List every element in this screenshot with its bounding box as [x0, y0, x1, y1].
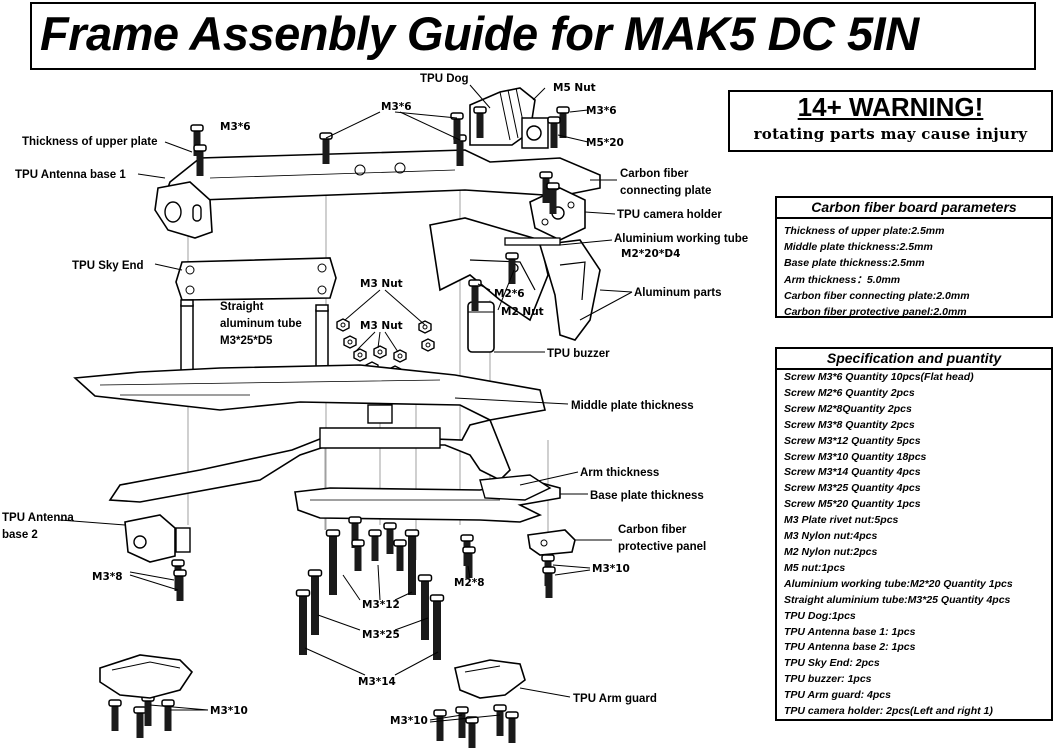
base-plate — [294, 474, 561, 523]
spec-row: Straight aluminium tube:M3*25 Quantity 4… — [784, 593, 1011, 606]
tpu-antenna-base-1 — [154, 181, 213, 239]
label-cf-connecting-1: Carbon fiber — [620, 168, 689, 180]
tpu-camera-holder — [529, 187, 586, 241]
carbon-params-panel: Carbon fiber board parameters Thickness … — [775, 196, 1053, 318]
label-m3x25: M3*25 — [362, 629, 400, 641]
warning-subtitle: rotating parts may cause injury — [753, 125, 1028, 143]
label-cf-connecting-2: connecting plate — [620, 185, 711, 197]
label-aluminum-parts: Aluminum parts — [634, 287, 722, 299]
label-tpu-antenna-base-1: TPU Antenna base 1 — [15, 169, 126, 181]
carbon-param-row: Middle plate thickness:2.5mm — [784, 241, 933, 254]
warning-title: 14+ WARNING! — [797, 92, 984, 122]
tpu-buzzer — [467, 301, 495, 353]
label-tpu-camera-holder: TPU camera holder — [617, 209, 722, 221]
warning-box: 14+ WARNING! rotating parts may cause in… — [728, 90, 1053, 152]
carbon-protective-panel — [527, 529, 576, 556]
carbon-params-heading: Carbon fiber board parameters — [777, 198, 1051, 219]
label-m3x8: M3*8 — [92, 571, 123, 583]
label-m3x10-c: M3*10 — [390, 715, 428, 727]
label-m3-nut-b: M3 Nut — [360, 320, 403, 332]
label-straight-1: Straight — [220, 301, 264, 313]
tpu-sky-end — [175, 257, 337, 301]
label-tpu-arm-guard: TPU Arm guard — [573, 693, 657, 705]
spec-row: TPU Dog:1pcs — [784, 609, 856, 622]
spec-row: Screw M3*25 Quantity 4pcs — [784, 482, 921, 495]
title-box: Frame Assenbly Guide for MAK5 DC 5IN — [30, 2, 1036, 70]
spec-row: M5 nut:1pcs — [784, 561, 846, 574]
label-tpu-dog: TPU Dog — [420, 73, 469, 85]
label-tpu-buzzer: TPU buzzer — [547, 348, 610, 360]
tpu-antenna-base-2 — [124, 514, 191, 563]
spec-row: Screw M3*12 Quantity 5pcs — [784, 434, 921, 447]
label-m5x20: M5*20 — [586, 137, 624, 149]
spec-row: Screw M5*20 Quantity 1pcs — [784, 498, 921, 511]
spec-row: TPU Antenna base 1: 1pcs — [784, 625, 916, 638]
spec-row: Screw M3*8 Quantity 2pcs — [784, 418, 915, 431]
spec-row: Screw M3*14 Quantity 4pcs — [784, 466, 921, 479]
label-straight-3: M3*25*D5 — [220, 335, 273, 347]
spec-row: TPU Arm guard: 4pcs — [784, 689, 891, 702]
label-m3x10-a: M3*10 — [592, 563, 630, 575]
label-base-plate: Base plate thickness — [590, 490, 704, 502]
label-m3x10-b: M3*10 — [210, 705, 248, 717]
middle-plate — [73, 364, 546, 503]
spec-row: Screw M2*6 Quantity 2pcs — [784, 386, 915, 399]
spec-row: Screw M3*10 Quantity 18pcs — [784, 450, 927, 463]
spec-row: TPU Sky End: 2pcs — [784, 657, 880, 670]
leader-lines — [59, 84, 633, 723]
label-tpu-antenna-2-1: TPU Antenna — [2, 512, 74, 524]
carbon-param-row: Arm thickness：5.0mm — [784, 273, 901, 286]
upper-plate — [163, 149, 601, 201]
label-m2x20d4: M2*20*D4 — [621, 248, 680, 260]
label-m3-nut-a: M3 Nut — [360, 278, 403, 290]
spec-row: M3 Nylon nut:4pcs — [784, 530, 878, 543]
label-m3x6-c: M3*6 — [220, 121, 251, 133]
label-m3x6-a: M3*6 — [381, 101, 412, 113]
spec-row: TPU Antenna base 2: 1pcs — [784, 641, 916, 654]
label-thickness-upper: Thickness of upper plate — [22, 136, 157, 148]
spec-row: M3 Plate rivet nut:5pcs — [784, 514, 899, 527]
label-m3x14: M3*14 — [358, 676, 396, 688]
label-m3x12: M3*12 — [362, 599, 400, 611]
spec-panel: Specification and puantity Screw M3*6 Qu… — [775, 347, 1053, 721]
label-tpu-antenna-2-2: base 2 — [2, 529, 38, 541]
aluminum-parts — [429, 217, 601, 341]
tpu-arm-guards — [99, 654, 526, 699]
spec-row: Screw M2*8Quantity 2pcs — [784, 402, 912, 415]
carbon-param-row: Base plate thickness:2.5mm — [784, 257, 925, 270]
label-cf-protective-2: protective panel — [618, 541, 706, 553]
label-m2x8: M2*8 — [454, 577, 485, 589]
carbon-param-row: Carbon fiber connecting plate:2.0mm — [784, 289, 970, 302]
label-m2-nut: M2 Nut — [501, 306, 544, 318]
label-arm-thickness: Arm thickness — [580, 467, 659, 479]
label-m2x6: M2*6 — [494, 288, 525, 300]
carbon-param-row: Carbon fiber protective panel:2.0mm — [784, 306, 967, 319]
spec-heading: Specification and puantity — [777, 349, 1051, 370]
label-m5-nut: M5 Nut — [553, 82, 596, 94]
label-middle-plate: Middle plate thickness — [571, 400, 694, 412]
carbon-param-row: Thickness of upper plate:2.5mm — [784, 225, 945, 237]
label-alu-working-tube: Aluminium working tube — [614, 233, 748, 245]
spec-row: M2 Nylon nut:2pcs — [784, 545, 878, 558]
spec-row: Aluminium working tube:M2*20 Quantity 1p… — [784, 577, 1013, 590]
label-cf-protective-1: Carbon fiber — [618, 524, 687, 536]
spec-row: TPU camera holder: 2pcs(Left and right 1… — [784, 705, 993, 718]
diagram-labels: TPU Dog M5 Nut M3*6 M3*6 M3*6 M5*20 Thic… — [2, 73, 748, 727]
label-m3x6-b: M3*6 — [586, 105, 617, 117]
label-straight-2: aluminum tube — [220, 318, 302, 330]
spec-row: Screw M3*6 Quantity 10pcs(Flat head) — [784, 371, 974, 383]
label-tpu-sky-end: TPU Sky End — [72, 260, 144, 272]
spec-row: TPU buzzer: 1pcs — [784, 673, 872, 686]
tpu-dog — [469, 87, 549, 149]
page-title: Frame Assenbly Guide for MAK5 DC 5IN — [40, 7, 919, 60]
